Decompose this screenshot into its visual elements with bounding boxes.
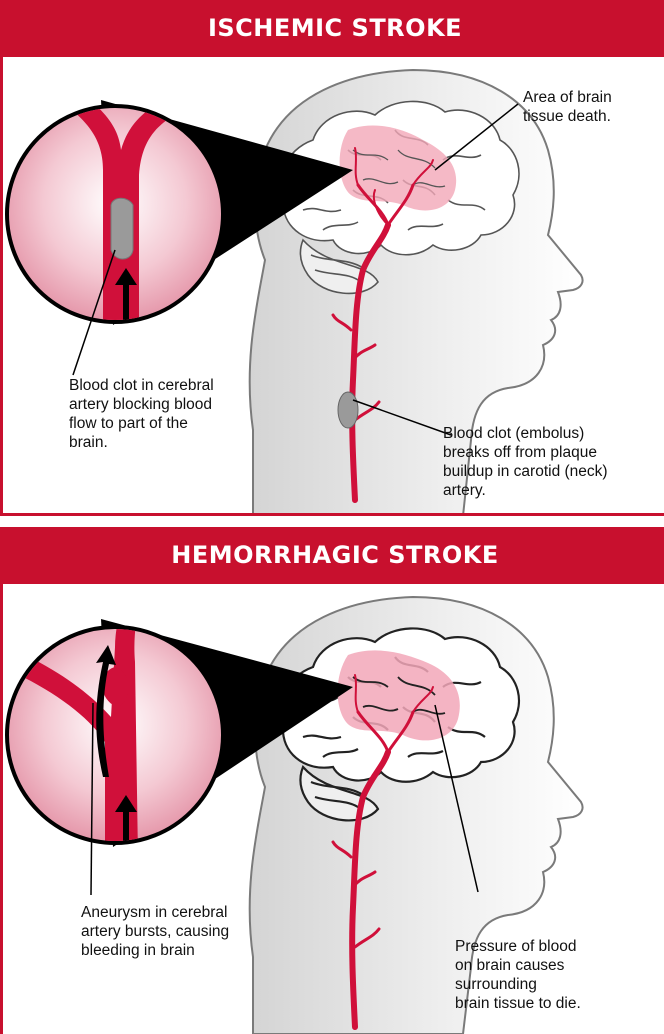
label-area-of-tissue-death: Area of brain tissue death. — [523, 88, 612, 126]
panel-title: ISCHEMIC STROKE — [3, 0, 664, 57]
hemorrhagic-stroke-panel: HEMORRHAGIC STROKE Aneurysm in cerebral … — [0, 527, 664, 1034]
label-aneurysm: Aneurysm in cerebral artery bursts, caus… — [81, 903, 229, 960]
label-cerebral-clot: Blood clot in cerebral artery blocking b… — [69, 376, 214, 452]
label-pressure: Pressure of blood on brain causes surrou… — [455, 937, 581, 1013]
panel-title: HEMORRHAGIC STROKE — [3, 527, 664, 584]
ischemic-stroke-panel: ISCHEMIC STROKE Area of brain tissue dea… — [0, 0, 664, 516]
embolus-clot — [338, 392, 358, 428]
label-embolus: Blood clot (embolus) breaks off from pla… — [443, 424, 608, 500]
